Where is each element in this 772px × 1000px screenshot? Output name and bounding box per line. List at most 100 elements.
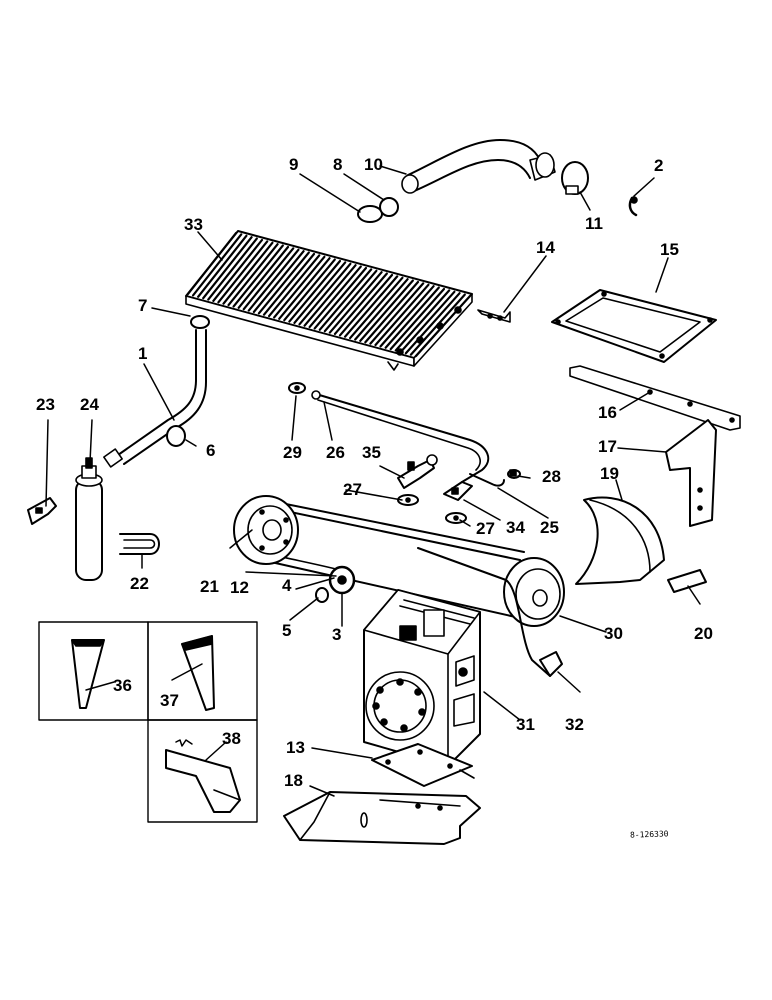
condenser-fin bbox=[283, 258, 336, 322]
callout-10: 10 bbox=[364, 155, 383, 174]
hose-clamp-11 bbox=[561, 161, 589, 195]
tube-26 bbox=[311, 390, 490, 483]
plate-20 bbox=[667, 569, 707, 593]
callout-25: 25 bbox=[540, 518, 559, 537]
condenser-fin bbox=[278, 257, 331, 320]
callout-22: 22 bbox=[130, 574, 149, 593]
condenser-fin bbox=[242, 247, 295, 311]
callout-30: 30 bbox=[604, 624, 623, 643]
tube-25 bbox=[469, 473, 505, 487]
callout-37: 37 bbox=[160, 691, 179, 710]
condenser-fin bbox=[369, 282, 425, 345]
condenser-fin bbox=[191, 233, 243, 297]
compressor-31 bbox=[363, 589, 481, 767]
callout-11: 11 bbox=[585, 214, 603, 233]
condenser-fin bbox=[389, 287, 446, 351]
callout-3: 3 bbox=[332, 625, 342, 644]
callout-14: 14 bbox=[536, 238, 555, 257]
tool-37 bbox=[181, 635, 215, 711]
callout-26: 26 bbox=[326, 443, 345, 462]
callout-28: 28 bbox=[542, 467, 561, 486]
callout-19: 19 bbox=[600, 464, 619, 483]
callout-21: 21 bbox=[200, 577, 219, 596]
condenser-fin bbox=[273, 255, 326, 319]
condenser-fin bbox=[323, 269, 378, 333]
condenser-fin bbox=[359, 279, 414, 342]
condenser-fin bbox=[232, 244, 284, 308]
callout-20: 20 bbox=[694, 624, 713, 643]
callout-27a: 27 bbox=[343, 480, 362, 499]
callout-32: 32 bbox=[565, 715, 584, 734]
condenser-fin bbox=[313, 266, 368, 330]
callout-18: 18 bbox=[284, 771, 303, 790]
callout-27b: 27 bbox=[476, 519, 495, 538]
callout-15: 15 bbox=[660, 240, 679, 259]
hose-elbow bbox=[401, 139, 556, 194]
belt-guard-19 bbox=[575, 496, 665, 585]
condenser-fin bbox=[197, 234, 248, 298]
condenser-fin bbox=[217, 240, 269, 304]
condenser-fin bbox=[303, 264, 357, 327]
valve-35 bbox=[397, 454, 438, 489]
condenser-fin bbox=[349, 276, 404, 340]
condenser-bracket-bolts bbox=[387, 306, 462, 371]
condenser-fin bbox=[354, 278, 409, 341]
callout-5: 5 bbox=[282, 621, 292, 640]
condenser-fin bbox=[374, 283, 430, 347]
leader-lines bbox=[45, 165, 701, 797]
condenser-fin bbox=[298, 262, 352, 326]
tool-36 bbox=[71, 639, 105, 709]
mounting-bracket-18 bbox=[283, 791, 481, 845]
callout-12: 12 bbox=[230, 578, 249, 597]
condenser-fin bbox=[262, 252, 316, 316]
condenser-fin bbox=[333, 272, 388, 336]
condenser-fin bbox=[227, 243, 279, 307]
condenser-fin bbox=[252, 250, 305, 314]
callout-4: 4 bbox=[282, 576, 292, 595]
support-bar-16 bbox=[569, 365, 741, 431]
callout-31: 31 bbox=[516, 715, 535, 734]
condenser-fin bbox=[222, 241, 274, 305]
inset-frame bbox=[38, 621, 258, 823]
callout-38: 38 bbox=[222, 729, 241, 748]
bracket-17 bbox=[665, 419, 717, 527]
bracket-23 bbox=[27, 497, 57, 525]
fitting-6 bbox=[166, 425, 186, 447]
callout-16: 16 bbox=[598, 403, 617, 422]
callout-34: 34 bbox=[506, 518, 525, 537]
callout-8: 8 bbox=[333, 155, 343, 174]
condenser-fin bbox=[186, 231, 238, 296]
callout-9: 9 bbox=[289, 155, 299, 174]
fitting-28 bbox=[507, 469, 521, 479]
wire-lead bbox=[417, 547, 551, 677]
condenser-fin bbox=[394, 289, 451, 352]
condenser-fin bbox=[338, 273, 394, 337]
condenser-fin bbox=[384, 286, 440, 349]
callout-36: 36 bbox=[113, 676, 132, 695]
fitting-8 bbox=[379, 197, 399, 217]
condenser-fin bbox=[318, 268, 373, 331]
clamp-9 bbox=[357, 205, 383, 223]
spacer-5 bbox=[315, 587, 329, 603]
callout-29: 29 bbox=[283, 443, 302, 462]
condenser-fin bbox=[379, 285, 435, 348]
callout-35: 35 bbox=[362, 443, 381, 462]
condenser-fin bbox=[288, 259, 342, 323]
bracket-14 bbox=[477, 309, 511, 323]
receiver-drier-24 bbox=[75, 457, 103, 581]
condenser-fin bbox=[399, 290, 456, 353]
valve-34 bbox=[443, 481, 473, 501]
callout-17: 17 bbox=[598, 437, 617, 456]
callout-7: 7 bbox=[138, 296, 148, 315]
condenser-fin bbox=[237, 245, 290, 309]
callout-23: 23 bbox=[36, 395, 55, 414]
condenser-fin bbox=[364, 280, 420, 344]
callout-13: 13 bbox=[286, 738, 305, 757]
callout-33: 33 bbox=[184, 215, 203, 234]
condenser-fin bbox=[212, 238, 264, 302]
u-clip-22 bbox=[119, 533, 160, 555]
callout-24: 24 bbox=[80, 395, 99, 414]
mounting-plate-13 bbox=[371, 743, 475, 787]
condenser-core bbox=[185, 230, 473, 367]
